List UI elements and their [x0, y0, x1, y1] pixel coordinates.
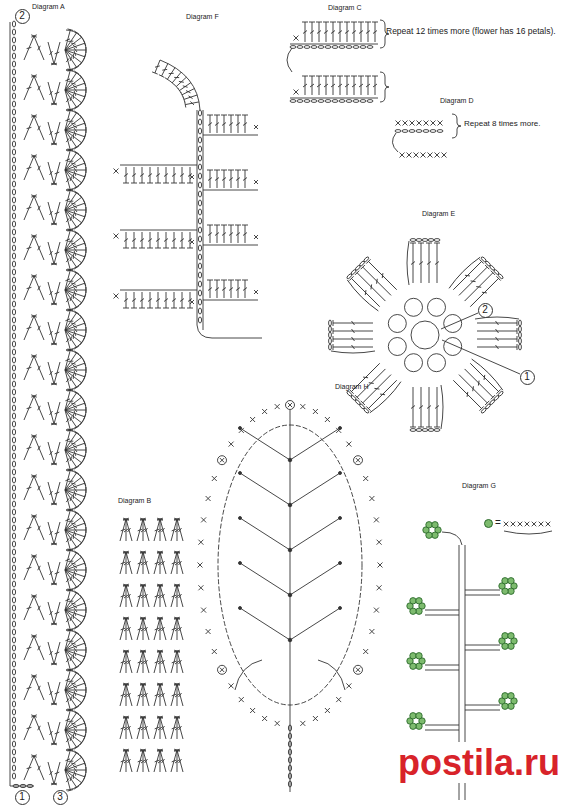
diagram-d-chart	[392, 114, 461, 158]
watermark: postila.ru	[396, 742, 562, 783]
diagram-title: Diagram H	[335, 383, 368, 391]
callout-text: 2	[482, 305, 488, 315]
repeat-note: Repeat 8 times more.	[464, 119, 540, 128]
diagram-a-chart	[10, 21, 86, 791]
callout-number: 3	[53, 790, 68, 805]
diagram-h-chart	[198, 401, 383, 793]
callout-number: 2	[15, 9, 30, 24]
diagram-title: Diagram G	[462, 482, 496, 490]
diagram-e-chart	[329, 239, 522, 432]
flower-petal	[329, 320, 375, 353]
legend-swatch	[484, 519, 493, 528]
repeat-note: Repeat 12 times more (flower has 16 peta…	[386, 27, 564, 37]
callout-number: 2	[478, 303, 493, 318]
flower-petal	[448, 254, 504, 310]
diagram-title: Diagram B	[118, 497, 151, 505]
flower-petal	[450, 358, 506, 414]
diagram-title: Diagram D	[440, 97, 473, 105]
callout-text: 1	[524, 372, 530, 382]
flower-petal	[344, 256, 400, 312]
callout-text: 1	[19, 792, 25, 802]
flower-petal	[407, 239, 440, 285]
diagram-title: Diagram A	[32, 3, 65, 11]
flower-petal	[410, 385, 443, 431]
callout-text: 3	[57, 792, 63, 802]
diagram-f-chart	[114, 60, 263, 338]
diagram-title: Diagram C	[328, 4, 361, 12]
diagram-title: Diagram F	[186, 13, 219, 21]
diagram-b-chart	[120, 518, 183, 772]
callout-number: 1	[15, 790, 30, 805]
callout-number: 1	[520, 370, 535, 385]
legend-text: =	[495, 517, 501, 529]
diagram-title: Diagram E	[422, 210, 455, 218]
flower-petal	[475, 317, 521, 350]
diagram-c-chart	[287, 20, 389, 102]
callout-text: 2	[19, 11, 25, 21]
